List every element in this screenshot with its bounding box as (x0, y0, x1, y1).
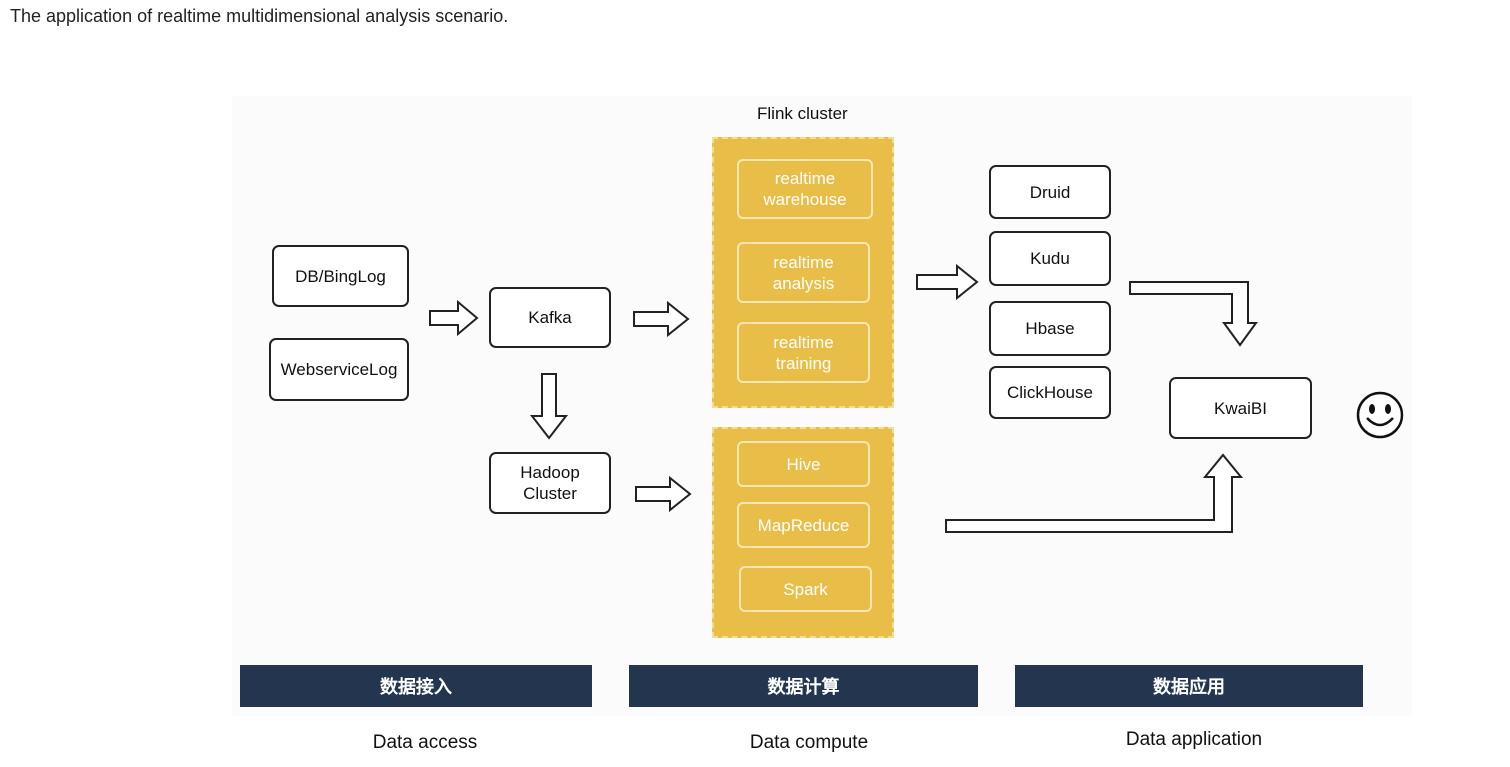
realtime-training-label: realtime training (773, 332, 834, 373)
hadoop-cluster-box: Hadoop Cluster (489, 452, 611, 514)
hadoop-cluster-label: Hadoop Cluster (520, 463, 580, 503)
arrow-flink-to-storage (916, 263, 979, 301)
realtime-warehouse-box: realtime warehouse (737, 159, 873, 219)
smiley-face-icon (1356, 391, 1404, 439)
band-data-compute: 数据计算 (629, 665, 978, 707)
clickhouse-label: ClickHouse (1007, 383, 1093, 402)
hbase-box: Hbase (989, 301, 1111, 356)
kafka-box: Kafka (489, 287, 611, 348)
kwaibi-box: KwaiBI (1169, 377, 1312, 439)
realtime-warehouse-label: realtime warehouse (763, 169, 847, 209)
hbase-label: Hbase (1025, 319, 1075, 338)
hive-label: Hive (786, 454, 821, 474)
page-title: The application of realtime multidimensi… (10, 6, 509, 26)
hive-box: Hive (737, 441, 870, 487)
kwaibi-label: KwaiBI (1214, 398, 1267, 418)
arrow-kafka-to-hadoop (529, 373, 569, 440)
realtime-analysis-label: realtime analysis (772, 252, 835, 293)
flink-cluster-label: Flink cluster (757, 104, 848, 123)
druid-label: Druid (1029, 182, 1071, 202)
band-data-access: 数据接入 (240, 665, 592, 707)
caption-data-access: Data access (372, 732, 478, 753)
realtime-analysis-box: realtime analysis (737, 242, 870, 303)
band-data-application: 数据应用 (1015, 665, 1363, 707)
realtime-training-box: realtime training (737, 322, 870, 383)
caption-data-compute: Data compute (749, 732, 869, 753)
arrow-batch-to-kwaibi-main (945, 453, 1244, 533)
caption-data-application: Data application (1125, 729, 1263, 750)
band-data-access-label: 数据接入 (380, 677, 452, 697)
arrow-storage-to-kwaibi (1129, 281, 1258, 347)
webservicelog-box: WebserviceLog (269, 338, 409, 401)
db-binglog-box: DB/BingLog (272, 245, 409, 307)
druid-box: Druid (989, 165, 1111, 219)
kudu-box: Kudu (989, 231, 1111, 286)
kafka-label: Kafka (528, 308, 572, 327)
band-data-application-label: 数据应用 (1153, 677, 1225, 697)
mapreduce-box: MapReduce (737, 502, 870, 548)
webservicelog-label: WebserviceLog (280, 360, 398, 379)
band-data-compute-label: 数据计算 (767, 677, 840, 697)
arrow-kafka-to-flink (633, 300, 690, 338)
db-binglog-label: DB/BingLog (295, 266, 386, 286)
arrow-hadoop-to-batch (635, 475, 692, 513)
mapreduce-label: MapReduce (757, 515, 850, 535)
arrow-sources-to-kafka (429, 299, 479, 337)
kudu-label: Kudu (1030, 249, 1070, 268)
clickhouse-box: ClickHouse (989, 366, 1111, 419)
spark-label: Spark (783, 579, 828, 599)
spark-box: Spark (739, 566, 872, 612)
